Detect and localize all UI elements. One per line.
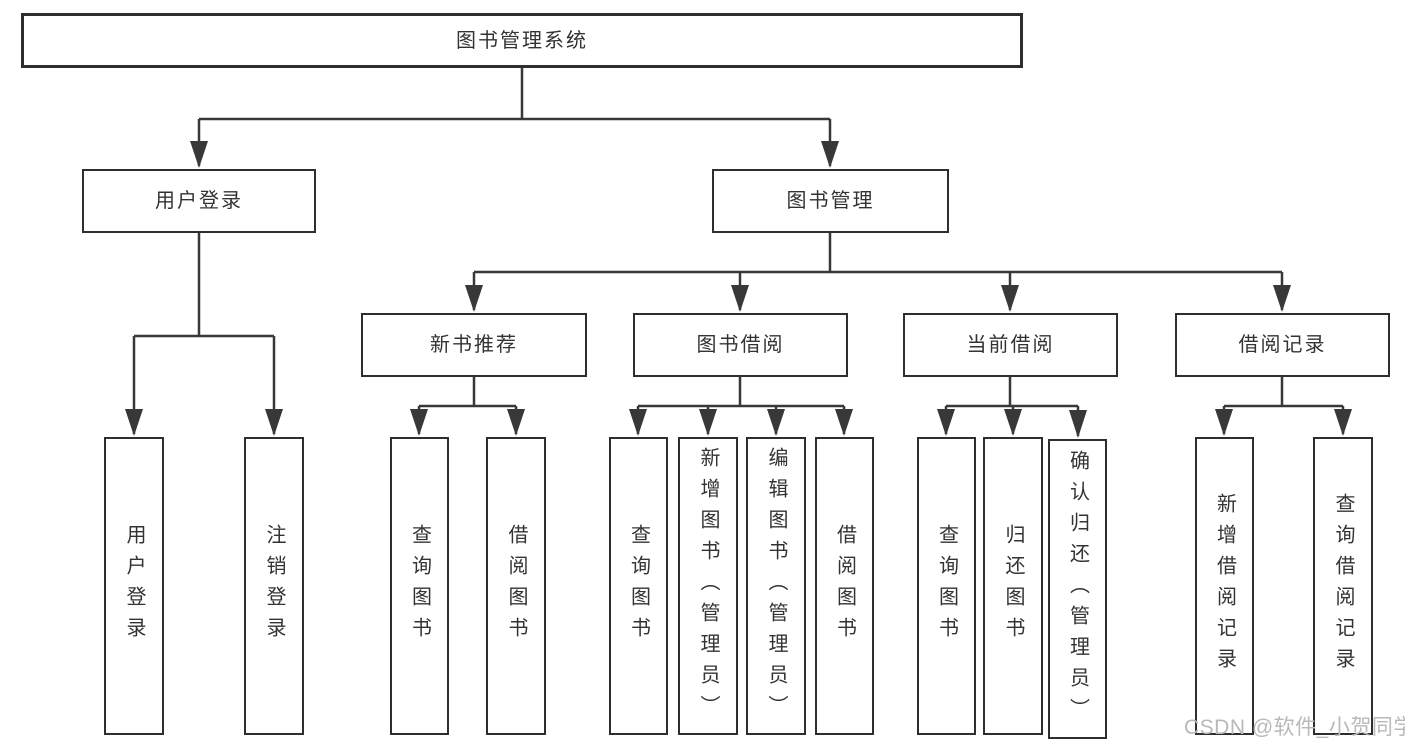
node-root-label: 图书管理系统 [456,29,588,52]
node-book-borrow: 图书借阅 [633,313,848,377]
leaf-bb-query-book-label: 查询图书 [627,524,650,648]
leaf-bb-borrow-book: 借阅图书 [815,437,874,735]
leaf-cb-query-book-label: 查询图书 [935,524,958,648]
leaf-br-add-record: 新增借阅记录 [1195,437,1254,735]
node-current-borrow: 当前借阅 [903,313,1118,377]
connector-new-book-rec-children [410,377,525,436]
leaf-logout-label: 注销登录 [263,524,285,648]
connector-root-to-level2 [190,68,839,168]
connector-borrow-record-children [1215,377,1352,436]
node-user-login: 用户登录 [82,169,316,233]
leaf-user-login: 用户登录 [104,437,164,735]
leaf-user-login-label: 用户登录 [123,524,145,648]
leaf-nb-borrow-book: 借阅图书 [486,437,546,735]
node-borrow-record-label: 借阅记录 [1238,334,1327,356]
node-user-login-label: 用户登录 [155,190,243,212]
leaf-bb-query-book: 查询图书 [609,437,668,735]
connector-current-borrow-children [937,377,1087,438]
leaf-br-query-record-label: 查询借阅记录 [1332,493,1354,679]
connector-book-borrow-children [629,377,853,436]
node-current-borrow-label: 当前借阅 [966,334,1055,356]
leaf-cb-return-book: 归还图书 [983,437,1043,735]
leaf-br-query-record: 查询借阅记录 [1313,437,1373,735]
leaf-cb-confirm-return: 确认归还（管理员） [1048,439,1107,739]
leaf-nb-query-book: 查询图书 [390,437,449,735]
node-new-book-rec: 新书推荐 [361,313,587,377]
node-new-book-rec-label: 新书推荐 [430,334,518,356]
leaf-cb-return-book-label: 归还图书 [1002,524,1024,648]
leaf-logout: 注销登录 [244,437,304,735]
leaf-bb-edit-book-label: 编辑图书（管理员） [765,446,787,726]
node-book-borrow-label: 图书借阅 [696,334,785,356]
leaf-br-add-record-label: 新增借阅记录 [1213,493,1236,679]
connector-book-mgmt-children [465,233,1291,312]
leaf-nb-borrow-book-label: 借阅图书 [505,524,527,648]
leaf-cb-query-book: 查询图书 [917,437,976,735]
node-root: 图书管理系统 [21,13,1023,68]
leaf-bb-edit-book: 编辑图书（管理员） [746,437,806,735]
leaf-nb-query-book-label: 查询图书 [408,524,431,648]
node-borrow-record: 借阅记录 [1175,313,1390,377]
leaf-bb-add-book: 新增图书（管理员） [678,437,738,735]
node-book-mgmt-label: 图书管理 [786,190,875,212]
leaf-bb-borrow-book-label: 借阅图书 [833,524,856,648]
watermark-text: CSDN @软件_小贺同学 [1184,716,1405,739]
connector-user-login-children [125,233,283,436]
leaf-cb-confirm-return-label: 确认归还（管理员） [1066,449,1089,729]
node-book-mgmt: 图书管理 [712,169,949,233]
leaf-bb-add-book-label: 新增图书（管理员） [697,446,719,726]
